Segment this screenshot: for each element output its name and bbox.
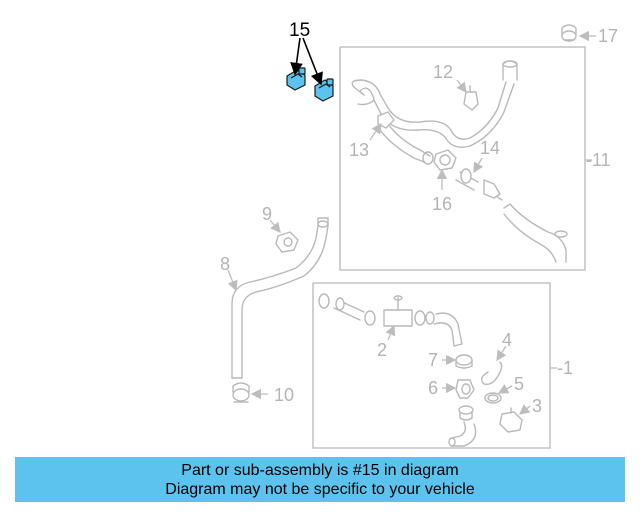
callout-9: 9 [262, 204, 272, 224]
callout-16: 16 [432, 194, 452, 214]
callout-8: 8 [220, 254, 230, 274]
part-6-fitting[interactable] [455, 379, 475, 399]
callout-1: -1 [557, 358, 573, 378]
part-9-fitting[interactable] [275, 231, 299, 253]
part-15-leader-left [290, 37, 303, 76]
part-1-lower-hose[interactable] [448, 405, 477, 447]
callout-13: 13 [349, 140, 369, 160]
part-12-fitting[interactable] [463, 85, 479, 111]
part-13-clamp[interactable] [377, 111, 395, 129]
part-7-clamp[interactable] [455, 354, 473, 369]
part-16-clamp[interactable] [433, 149, 457, 171]
banner-line-1: Part or sub-assembly is #15 in diagram [181, 461, 459, 479]
part-2-hose-set[interactable] [318, 293, 463, 347]
callout-5: 5 [514, 374, 524, 394]
callout-17: 17 [598, 26, 618, 46]
part-14-connector[interactable] [483, 179, 501, 199]
callout-12: 12 [433, 62, 453, 82]
part-15-leader-right [302, 37, 323, 86]
info-banner: Part or sub-assembly is #15 in diagram D… [15, 457, 625, 502]
callout-2: 2 [377, 340, 387, 360]
part-8-hose[interactable] [231, 217, 329, 379]
assembly-box-11 [339, 46, 586, 271]
part-5-oring[interactable] [484, 392, 502, 404]
part-15-clamps[interactable] [286, 67, 334, 102]
callout-14: 14 [480, 138, 500, 158]
callout-7: 7 [428, 350, 438, 370]
callout-6: 6 [428, 378, 438, 398]
callout-4: 4 [502, 330, 512, 350]
part-3-connector[interactable] [499, 407, 523, 433]
assembly-box-1 [312, 282, 551, 449]
callout-11: -11 [586, 150, 611, 170]
part-17-clamp[interactable] [561, 24, 577, 42]
callout-3: 3 [532, 396, 542, 416]
part-10-clamp[interactable] [232, 382, 250, 403]
banner-line-2: Diagram may not be specific to your vehi… [165, 480, 475, 498]
callout-10: 10 [274, 385, 294, 405]
part-11-upper-hose-assembly[interactable] [351, 60, 568, 263]
callout-15: 15 [289, 20, 310, 41]
part-4-clip[interactable] [481, 361, 503, 386]
